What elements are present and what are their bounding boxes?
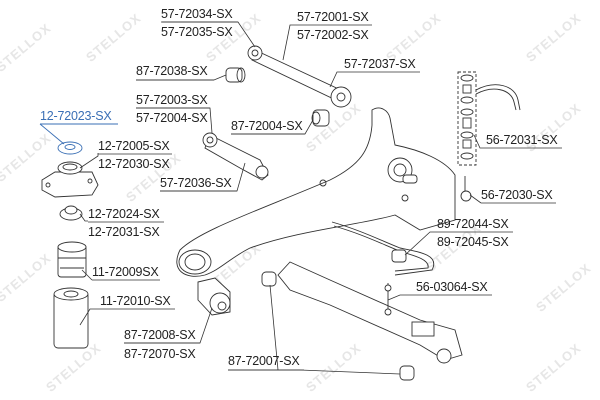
part-label-57-72002[interactable]: 57-72002-SX (297, 28, 369, 42)
part-label-12-72030[interactable]: 12-72030-SX (98, 157, 170, 171)
part-label-87-72070[interactable]: 87-72070-SX (124, 347, 196, 361)
part-label-12-72005[interactable]: 12-72005-SX (98, 139, 170, 153)
part-label-11-72010[interactable]: 11-72010-SX (100, 294, 171, 308)
part-label-87-72038[interactable]: 87-72038-SX (136, 64, 208, 78)
part-label-57-72003[interactable]: 57-72003-SX (136, 93, 208, 107)
part-label-12-72023-highlighted[interactable]: 12-72023-SX (40, 109, 112, 123)
part-label-56-72031[interactable]: 56-72031-SX (486, 133, 558, 147)
part-label-89-72045[interactable]: 89-72045-SX (437, 235, 509, 249)
part-label-56-03064[interactable]: 56-03064-SX (416, 280, 488, 294)
part-label-57-72001[interactable]: 57-72001-SX (297, 10, 369, 24)
part-label-57-72034[interactable]: 57-72034-SX (161, 7, 233, 21)
part-label-57-72035[interactable]: 57-72035-SX (161, 25, 233, 39)
part-label-57-72036[interactable]: 57-72036-SX (160, 176, 232, 190)
part-label-89-72044[interactable]: 89-72044-SX (437, 217, 509, 231)
part-label-12-72024[interactable]: 12-72024-SX (88, 207, 160, 221)
part-label-87-72007[interactable]: 87-72007-SX (228, 354, 300, 368)
part-label-57-72004[interactable]: 57-72004-SX (136, 111, 208, 125)
part-label-12-72031[interactable]: 12-72031-SX (88, 225, 160, 239)
part-label-57-72037[interactable]: 57-72037-SX (344, 57, 416, 71)
part-label-11-72009[interactable]: 11-72009SX (92, 265, 159, 279)
part-label-87-72008[interactable]: 87-72008-SX (124, 328, 196, 342)
part-label-87-72004[interactable]: 87-72004-SX (231, 119, 303, 133)
part-label-56-72030[interactable]: 56-72030-SX (481, 188, 553, 202)
